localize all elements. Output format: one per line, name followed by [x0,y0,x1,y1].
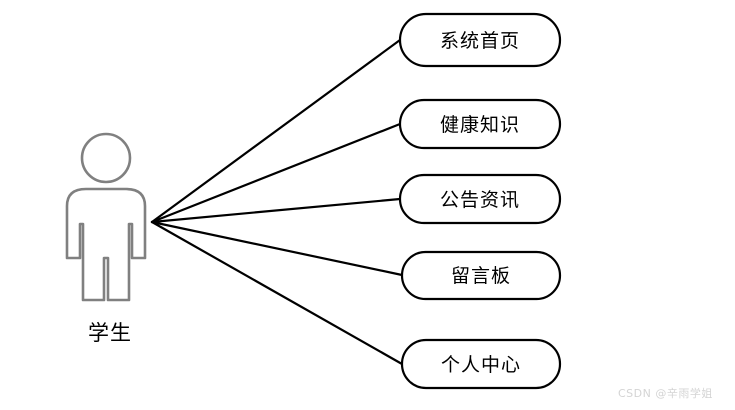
use-case-message-board[interactable]: 留言板 [400,250,562,301]
use-case-shape [398,173,562,225]
use-case-shape [398,12,562,68]
use-case-label-system-home: 系统首页 [440,30,520,52]
use-case-label-health-knowledge: 健康知识 [440,114,520,136]
student-actor[interactable]: 学生 [65,132,147,345]
use-case-shape [398,98,562,150]
assoc-line-announcement-info[interactable] [150,197,402,224]
use-case-label-personal-center: 个人中心 [441,354,521,376]
association-lines [150,38,404,366]
use-case-personal-center[interactable]: 个人中心 [400,338,562,390]
watermark: CSDN @辛雨学姐 [618,386,713,400]
actor-head-icon [80,132,132,184]
use-case-shape [400,250,562,301]
assoc-line-personal-center[interactable] [150,220,404,366]
use-case-label-announcement-info: 公告资讯 [440,189,520,211]
assoc-line-system-home[interactable] [150,38,402,224]
use-case-shape [400,338,562,390]
actor-label: 学生 [88,321,132,345]
use-case-label-message-board: 留言板 [451,265,511,287]
assoc-line-message-board[interactable] [150,220,404,277]
use-case-system-home[interactable]: 系统首页 [398,12,562,68]
use-case-health-knowledge[interactable]: 健康知识 [398,98,562,150]
assoc-line-health-knowledge[interactable] [150,122,402,224]
use-case-announcement-info[interactable]: 公告资讯 [398,173,562,225]
actor-body-icon [65,187,147,302]
